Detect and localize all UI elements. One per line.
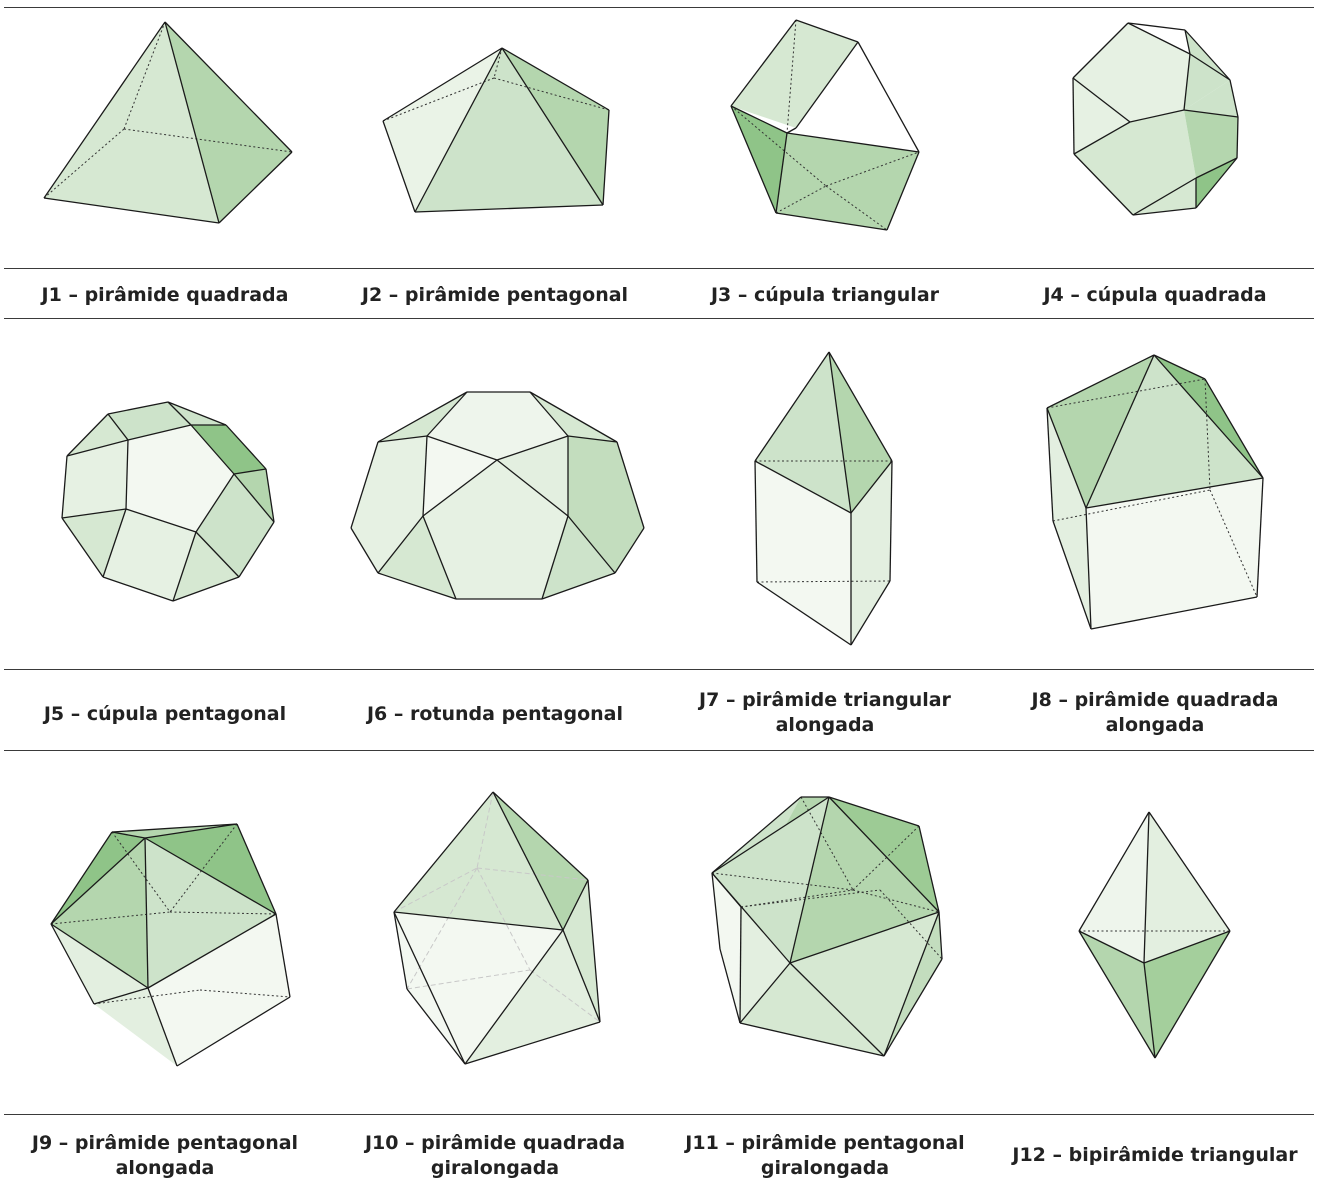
caption-j3: J3 – cúpula triangular [675, 283, 975, 308]
caption-j4-line1: J4 – cúpula quadrada [1043, 284, 1267, 306]
solid-j6-pentagonal-rotunda [350, 391, 645, 600]
solid-j5-pentagonal-cupola [61, 401, 275, 602]
caption-j7: J7 – pirâmide triangular alongada [675, 688, 975, 738]
caption-j1: J1 – pirâmide quadrada [15, 283, 315, 308]
caption-j12-line1: J12 – bipirâmide triangular [1012, 1144, 1298, 1166]
caption-j11-line2: giralongada [760, 1157, 890, 1179]
solid-j11-gyroelongated-pentagonal-pyramid [711, 796, 943, 1057]
table-rule-row3-figures [4, 1114, 1314, 1115]
caption-j4: J4 – cúpula quadrada [1005, 283, 1305, 308]
caption-j12: J12 – bipirâmide triangular [1005, 1143, 1305, 1168]
caption-j3-line1: J3 – cúpula triangular [710, 284, 940, 306]
table-rule-row1-captions [4, 318, 1314, 319]
solid-j9-elongated-pentagonal-pyramid [50, 823, 291, 1067]
caption-j5-line1: J5 – cúpula pentagonal [43, 703, 287, 725]
caption-j9: J9 – pirâmide pentagonal alongada [15, 1131, 315, 1181]
solid-j1-square-pyramid [43, 21, 293, 224]
caption-j7-line2: alongada [775, 714, 875, 736]
solid-j10-gyroelongated-square-pyramid [393, 791, 601, 1065]
caption-j9-line1: J9 – pirâmide pentagonal [31, 1132, 299, 1154]
caption-j11-line1: J11 – pirâmide pentagonal [685, 1132, 965, 1154]
solid-j4-square-cupola [1072, 22, 1239, 216]
caption-j1-line1: J1 – pirâmide quadrada [41, 284, 289, 306]
table-rule-row2-figures [4, 669, 1314, 670]
caption-j6: J6 – rotunda pentagonal [345, 702, 645, 727]
solid-j12-triangular-bipyramid [1078, 811, 1231, 1059]
caption-j10-line1: J10 – pirâmide quadrada [364, 1132, 626, 1154]
caption-j8-line1: J8 – pirâmide quadrada [1031, 689, 1279, 711]
caption-j8-line2: alongada [1105, 714, 1205, 736]
solid-j7-elongated-triangular-pyramid [754, 351, 893, 646]
table-rule-row2-captions [4, 750, 1314, 751]
caption-j10: J10 – pirâmide quadrada giralongada [345, 1131, 645, 1181]
caption-j2-line1: J2 – pirâmide pentagonal [361, 284, 629, 306]
table-rule-row1-figures [4, 268, 1314, 269]
caption-j8: J8 – pirâmide quadrada alongada [1005, 688, 1305, 738]
caption-j2: J2 – pirâmide pentagonal [345, 283, 645, 308]
caption-j11: J11 – pirâmide pentagonal giralongada [675, 1131, 975, 1181]
caption-j6-line1: J6 – rotunda pentagonal [366, 703, 624, 725]
caption-j7-line1: J7 – pirâmide triangular [699, 689, 951, 711]
caption-j10-line2: giralongada [430, 1157, 560, 1179]
caption-j9-line2: alongada [115, 1157, 215, 1179]
solid-j8-elongated-square-pyramid [1046, 354, 1264, 630]
solid-j2-pentagonal-pyramid [382, 47, 610, 213]
solid-j3-triangular-cupola [730, 19, 920, 231]
table-rule-top [4, 7, 1314, 8]
caption-j5: J5 – cúpula pentagonal [15, 702, 315, 727]
